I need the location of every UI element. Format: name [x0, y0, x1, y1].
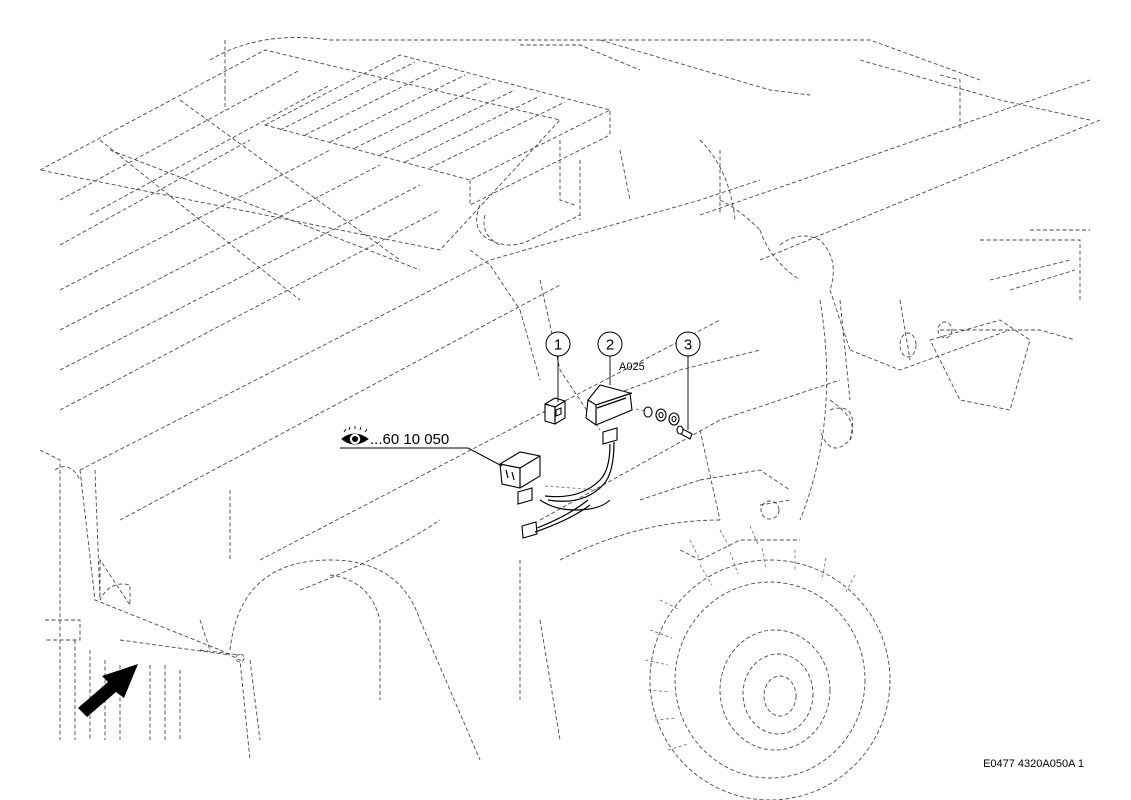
callout-1-number: 1 — [554, 337, 562, 354]
wheel — [644, 525, 891, 800]
machine-outline — [38, 37, 1101, 800]
callout-3: 3 — [675, 331, 701, 430]
eye-icon — [341, 426, 369, 445]
part-2-label: A025 — [619, 361, 645, 373]
callout-1: 1 — [545, 331, 571, 402]
part-2-module — [585, 384, 633, 426]
arrow-forward-icon — [78, 664, 138, 717]
part-3-hardware — [635, 406, 693, 440]
callout-2: 2 A025 — [597, 331, 645, 385]
callout-3-number: 3 — [684, 337, 692, 354]
reference-note: ...60 10 050 — [340, 426, 503, 467]
callout-2-number: 2 — [606, 337, 614, 354]
part-1-clip — [544, 397, 566, 425]
reference-text: ...60 10 050 — [370, 431, 449, 448]
wiring-harness — [499, 427, 618, 539]
drawing-code: E0477 4320A050A 1 — [983, 758, 1084, 770]
